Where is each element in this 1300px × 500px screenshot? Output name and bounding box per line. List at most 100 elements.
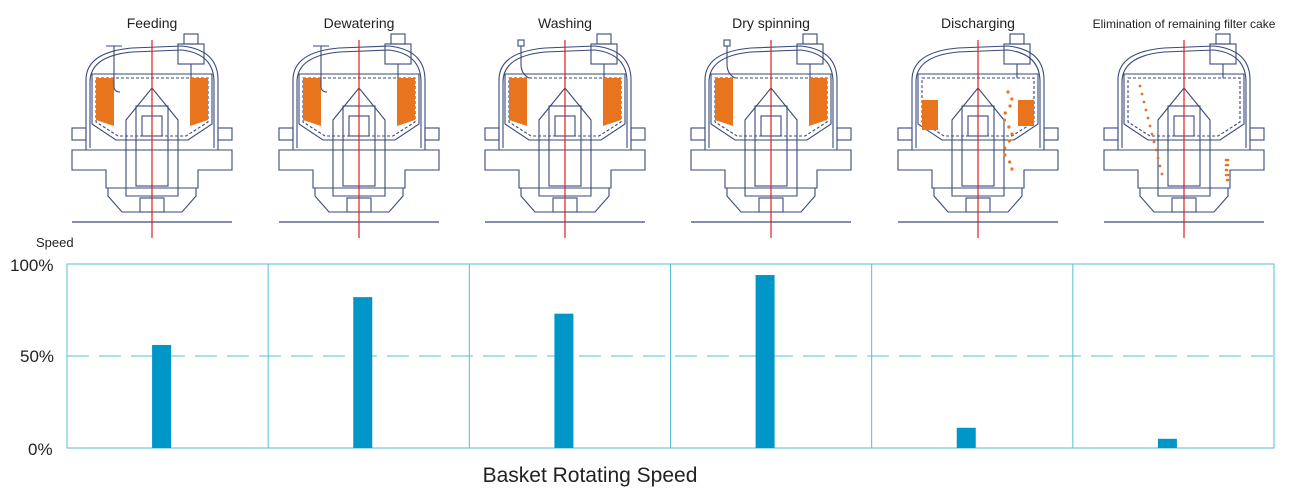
housing [498, 45, 632, 150]
y-tick-0: 0% [28, 440, 53, 459]
basket [1123, 73, 1245, 141]
nozzle-cap [723, 39, 731, 47]
basket [917, 73, 1039, 141]
housing-inner [502, 49, 628, 148]
cake-left [715, 78, 733, 126]
basket [298, 73, 420, 141]
discharge-particle [1007, 139, 1011, 143]
right-flange [1249, 127, 1265, 141]
drive-cap [390, 33, 406, 45]
basket [504, 73, 626, 141]
left-flange [690, 127, 706, 141]
speed-chart: Speed 100% 50% 0% Basket Rotating Speed [10, 235, 1275, 487]
residue-particle [1150, 132, 1154, 136]
bar-6 [1157, 438, 1177, 448]
base-body [690, 149, 852, 189]
right-flange [836, 127, 852, 141]
drive-cap [1215, 33, 1231, 45]
discharge-particle [1003, 153, 1007, 157]
residue-particle [1225, 168, 1229, 172]
feed-pipe [106, 45, 122, 93]
cake-left [303, 78, 321, 126]
bar-3 [554, 313, 574, 448]
residue-particle [1154, 148, 1158, 152]
machine-illustrations [71, 33, 1265, 238]
housing [1117, 45, 1251, 150]
discharge-particle [1008, 160, 1012, 164]
discharge-particle [1010, 167, 1014, 171]
housing-inner [1121, 49, 1247, 148]
centrifuge-6 [1103, 33, 1265, 238]
cake-left [509, 78, 527, 126]
housing-inner [89, 49, 215, 148]
discharge-particle [1010, 132, 1014, 136]
housing [85, 45, 219, 150]
residue-particle [1140, 92, 1144, 96]
cake-right [1018, 100, 1034, 126]
residue-particle [1146, 116, 1150, 120]
centrifuge-1 [71, 33, 233, 238]
drive-cap [802, 33, 818, 45]
cake-right [603, 78, 621, 126]
residue-particle [1156, 156, 1160, 160]
residue-particle [1224, 163, 1228, 167]
residue-particle [1142, 100, 1146, 104]
housing [292, 45, 426, 150]
discharge-particle [1002, 118, 1007, 122]
right-flange [424, 127, 440, 141]
housing-inner [296, 49, 422, 148]
nozzle-cap [517, 39, 525, 47]
base-body [1103, 149, 1265, 189]
residue-particle [1138, 84, 1142, 88]
y-tick-100: 100% [10, 256, 53, 275]
bar-1 [152, 344, 172, 448]
residue-particle [1160, 172, 1164, 176]
centrifuge-2 [278, 33, 440, 238]
cake-right [190, 78, 208, 126]
left-flange [484, 127, 500, 141]
discharge-particle [1010, 97, 1014, 101]
residue-particle [1152, 140, 1156, 144]
filter-cloth [1127, 77, 1241, 137]
residue-particle [1225, 158, 1229, 162]
centrifuge-5 [897, 33, 1059, 238]
y-tick-50: 50% [20, 347, 54, 366]
wash-nozzle [726, 46, 736, 79]
residue-particle [1226, 173, 1230, 177]
discharge-particle [1006, 90, 1010, 94]
housing-inner [708, 49, 834, 148]
housing [911, 45, 1045, 150]
discharge-particle [1003, 111, 1007, 115]
bar-4 [755, 275, 775, 448]
residue-particle [1226, 163, 1230, 167]
left-flange [71, 127, 87, 141]
right-flange [1043, 127, 1059, 141]
bar-5 [956, 427, 976, 448]
housing-inner [915, 49, 1041, 148]
stage-label-5: Discharging [941, 15, 1015, 31]
discharge-particle [1008, 104, 1012, 108]
wash-nozzle [520, 46, 530, 79]
stage-label-4: Dry spinning [732, 15, 810, 31]
drive-cap [596, 33, 612, 45]
cake-left [96, 78, 114, 126]
base-body [71, 149, 233, 189]
cake-right [397, 78, 415, 126]
basket [91, 73, 213, 141]
right-flange [217, 127, 233, 141]
centrifuge-3 [484, 33, 646, 238]
x-axis-label: Basket Rotating Speed [483, 464, 698, 487]
cake-right [809, 78, 827, 126]
stage-label-2: Dewatering [324, 15, 395, 31]
base-body [278, 149, 440, 189]
residue-particle [1158, 164, 1162, 168]
left-flange [278, 127, 294, 141]
stage-label-6: Elimination of remaining filter cake [1093, 17, 1276, 31]
residue-particle [1148, 124, 1152, 128]
bar-2 [353, 297, 373, 448]
stage-label-3: Washing [538, 15, 592, 31]
left-flange [897, 127, 913, 141]
drive-cap [1009, 33, 1025, 45]
residue-particle [1144, 108, 1148, 112]
